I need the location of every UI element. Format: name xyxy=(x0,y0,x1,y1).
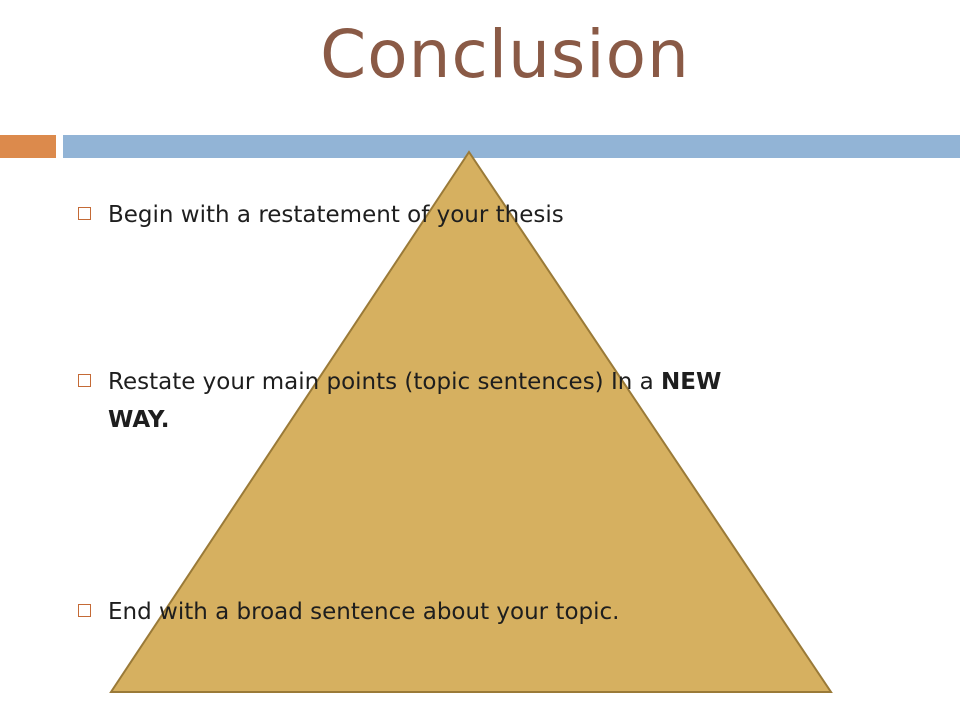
square-bullet-icon xyxy=(78,374,91,387)
pyramid-triangle xyxy=(109,150,833,693)
slide-title: Conclusion xyxy=(320,16,690,93)
bullet-emphasis-new: NEW xyxy=(661,369,722,395)
divider-bar xyxy=(63,135,960,158)
bullet-text-2-wrapper: Restate your main points (topic sentence… xyxy=(108,363,928,439)
bullet-emphasis-way: WAY. xyxy=(108,407,170,433)
square-bullet-icon xyxy=(78,207,91,220)
bullet-item-3: End with a broad sentence about your top… xyxy=(78,593,928,631)
bullet-text-1: Begin with a restatement of your thesis xyxy=(108,202,564,228)
bullet-text-2: Restate your main points (topic sentence… xyxy=(108,369,662,395)
accent-bar xyxy=(0,135,56,158)
bullet-item-1: Begin with a restatement of your thesis xyxy=(78,196,928,234)
bullet-text-3: End with a broad sentence about your top… xyxy=(108,599,620,625)
square-bullet-icon xyxy=(78,604,91,617)
bullet-item-2: Restate your main points (topic sentence… xyxy=(78,363,928,439)
